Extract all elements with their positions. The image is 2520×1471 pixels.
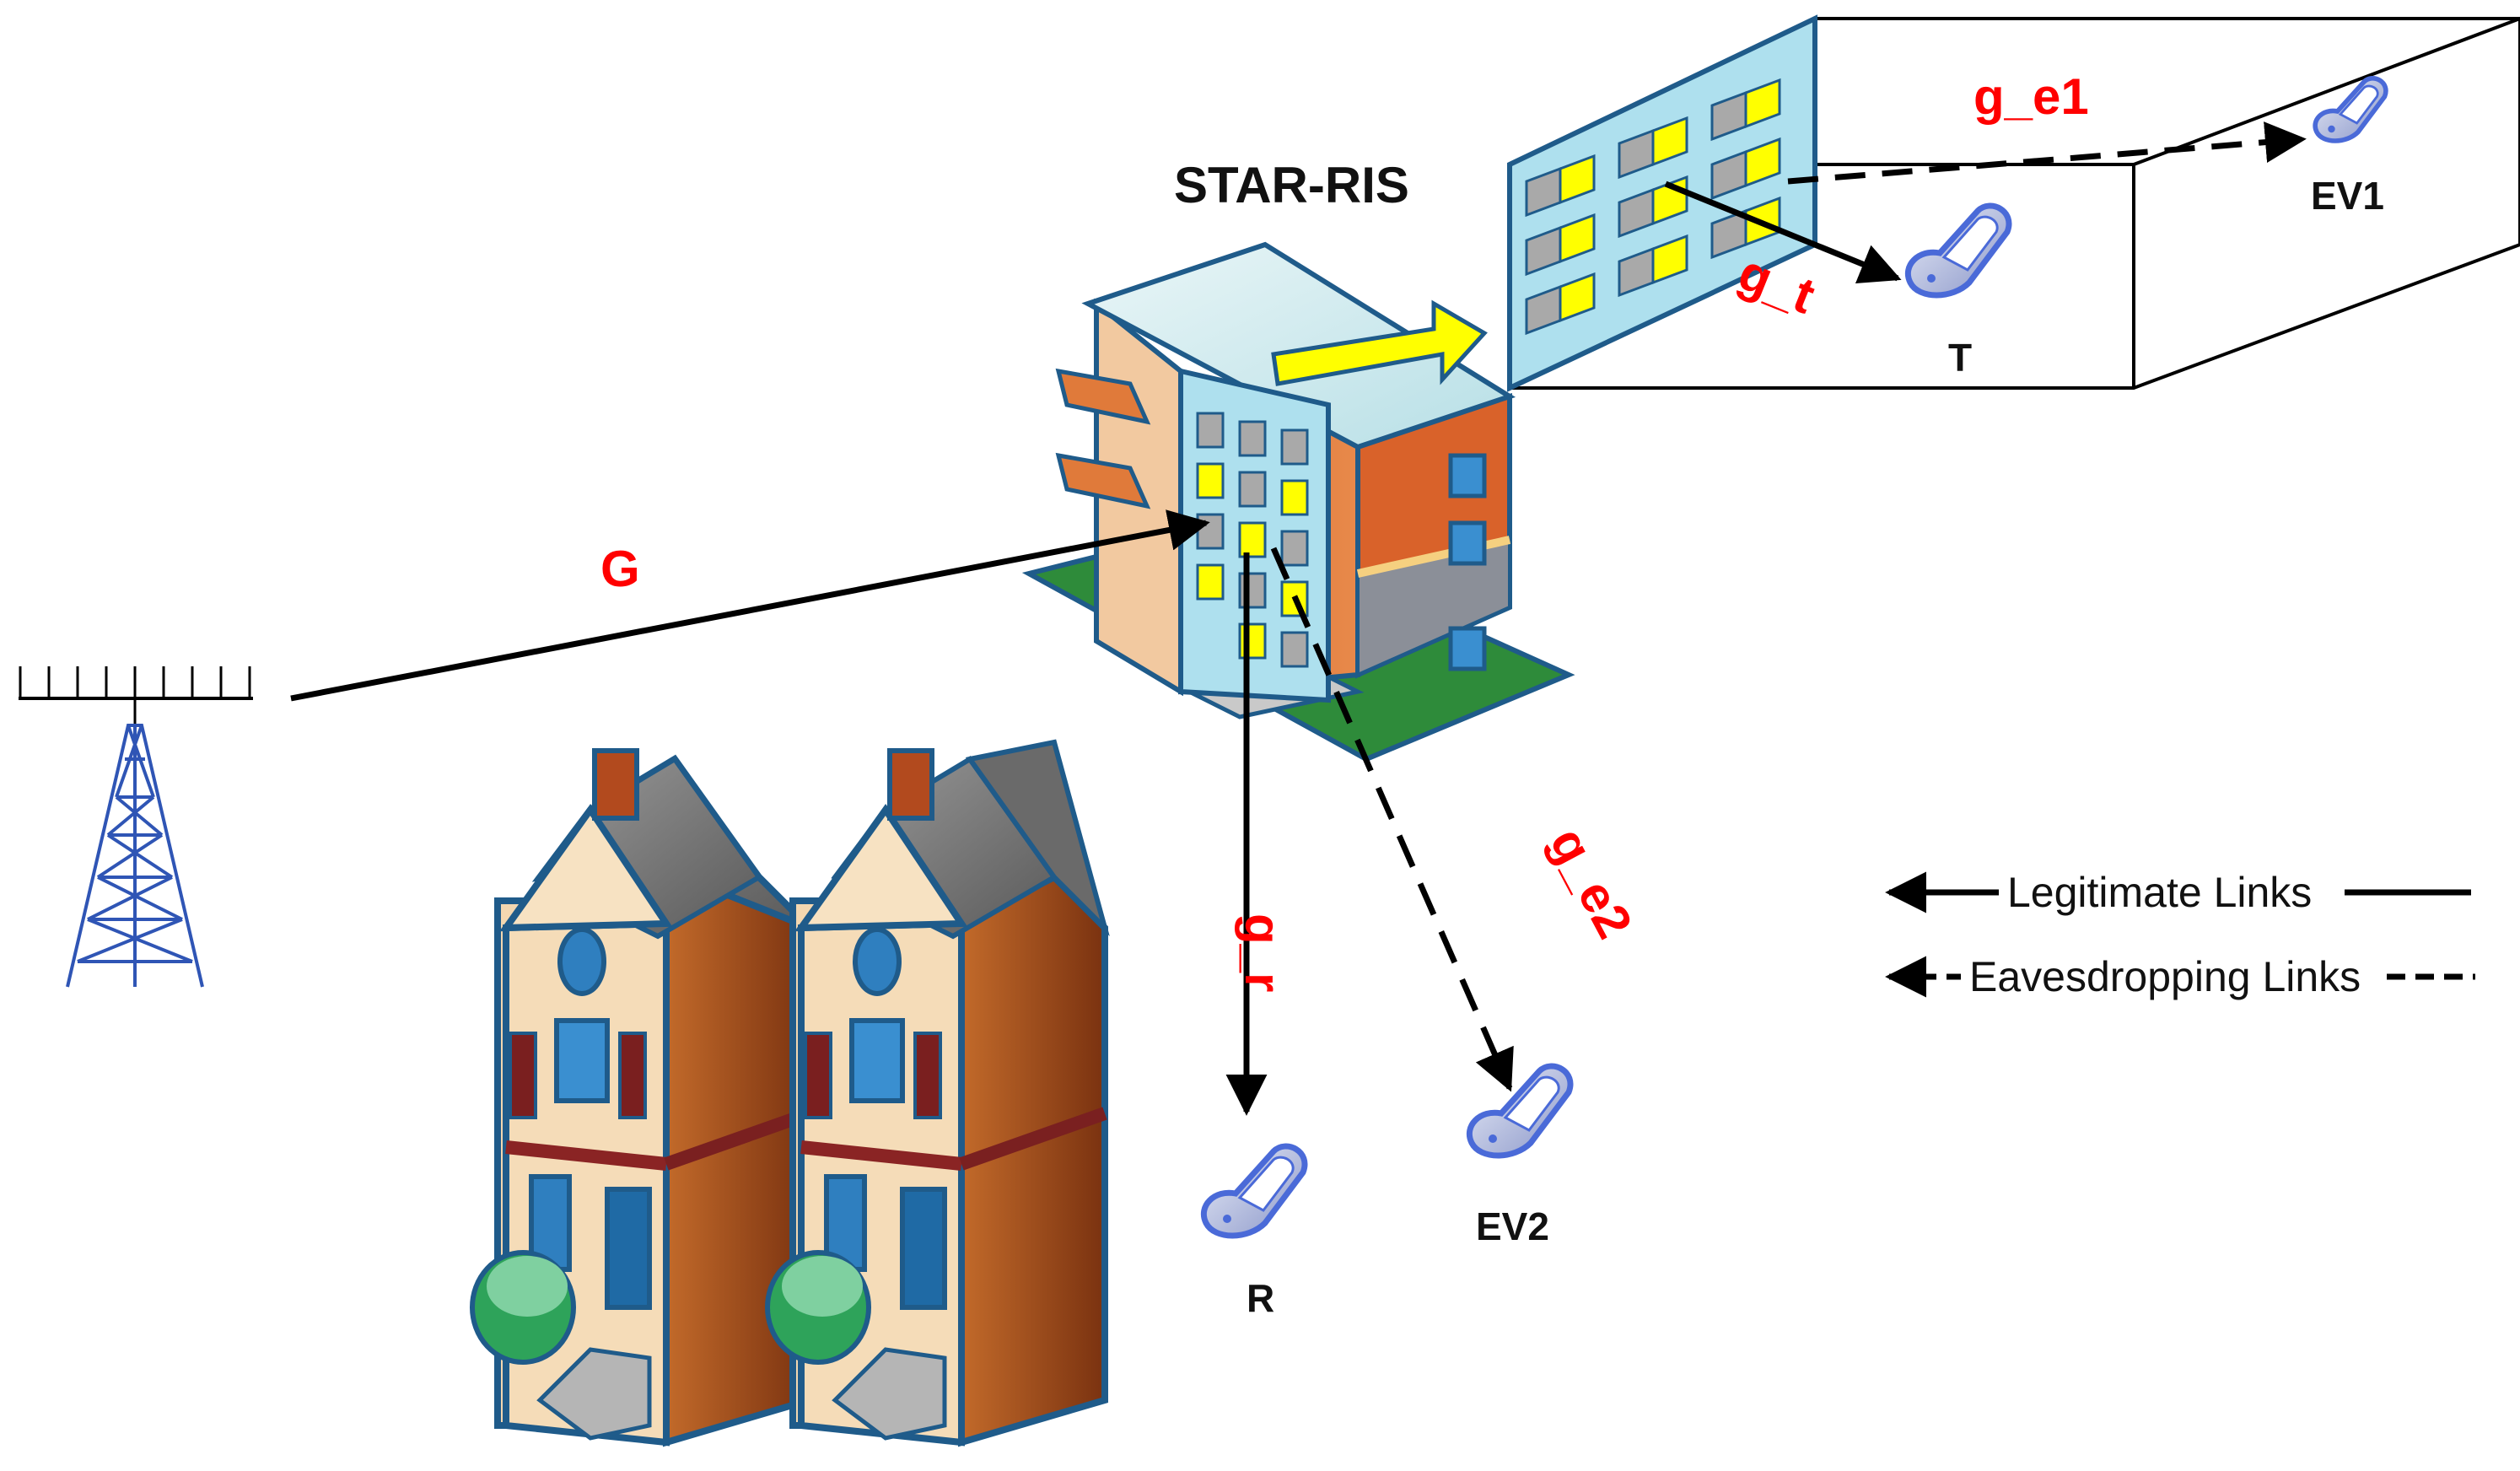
link-label-g_r: g_r (1235, 913, 1291, 992)
user-label-T: T (1948, 336, 1972, 380)
links (290, 121, 2307, 1116)
ris-panel-zoom (1507, 14, 1817, 392)
mobile-phone-icon (1905, 202, 2012, 299)
user-label-EV1: EV1 (2311, 174, 2384, 218)
house-left (470, 748, 813, 1447)
antenna-tower-icon (19, 666, 253, 988)
mobile-phone-icon (1467, 1063, 1574, 1159)
user-label-R: R (1247, 1276, 1274, 1320)
link-G (290, 509, 1210, 702)
legend: Legitimate Links Eavesdropping Links (1885, 869, 2475, 1000)
office-building-icon (1021, 241, 1575, 762)
mobile-phone-icon (2313, 76, 2388, 143)
houses-icon (470, 739, 1110, 1447)
link-label-g_e2: g_e2 (1539, 819, 1643, 947)
legend-eavesdropping-label: Eavesdropping Links (1969, 953, 2361, 1000)
link-g_e2 (1270, 547, 1514, 1092)
link-g_t (1664, 181, 1902, 284)
legend-legitimate-label: Legitimate Links (2007, 869, 2312, 916)
link-label-G: G (600, 541, 640, 597)
star-ris-label: STAR-RIS (1174, 157, 1409, 213)
house-right (765, 739, 1110, 1447)
link-label-g_e1: g_e1 (1973, 68, 2089, 125)
user-label-EV2: EV2 (1476, 1204, 1549, 1248)
link-g_e1 (1787, 121, 2307, 185)
mobile-phone-icon (1201, 1143, 1308, 1239)
